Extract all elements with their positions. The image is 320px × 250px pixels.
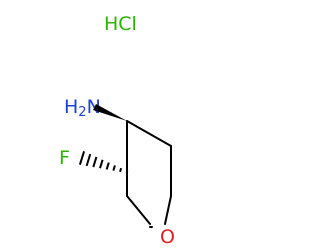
bond-c6-o [164, 195, 172, 225]
wedge-bond-amine [93, 104, 127, 121]
hashed-bond-fluoro [78, 151, 129, 174]
amine-h: H [64, 96, 78, 118]
bond-c4-c5 [126, 120, 172, 147]
hash-line [92, 156, 98, 168]
hash-line [105, 162, 110, 170]
amine-label: H2N [64, 96, 101, 120]
oxygen-label: O [160, 226, 175, 248]
hcl-label: HCl [104, 13, 137, 35]
fluoro-label: F [59, 147, 70, 169]
hash-line [112, 165, 116, 171]
hash-line [99, 159, 104, 169]
hash-line [85, 153, 92, 167]
molecule-structure: HCl H2N F O [59, 13, 175, 248]
bond-o-c2-left [126, 195, 151, 225]
hash-line [119, 167, 123, 173]
amine-n: N [87, 96, 101, 118]
amine-subscript: 2 [78, 105, 86, 120]
hash-line [78, 151, 86, 165]
